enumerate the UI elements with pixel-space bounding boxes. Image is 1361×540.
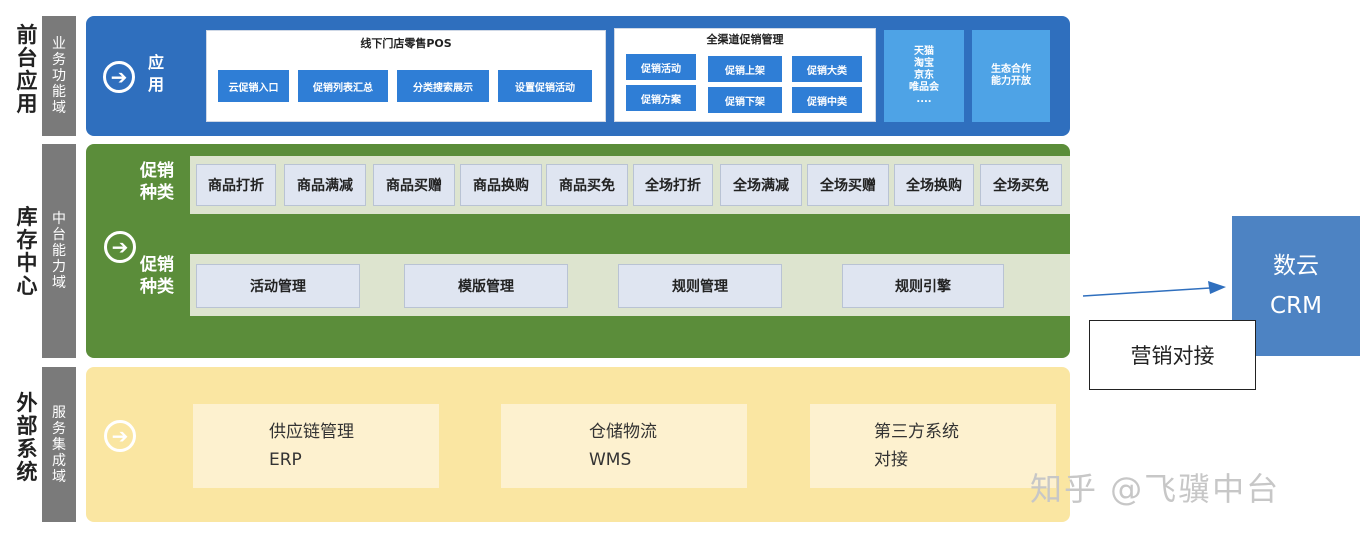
arrow-right-icon: ➔ [103, 61, 135, 93]
promo-type-chip: 全场打折 [633, 164, 713, 206]
external-system-code: WMS [589, 450, 632, 470]
promo-type-chip: 商品打折 [196, 164, 276, 206]
management-chip: 活动管理 [196, 264, 360, 308]
application-label: 应用 [148, 53, 165, 94]
promo-type-chip: 商品买赠 [373, 164, 455, 206]
external-system-box: 第三方系统 对接 [810, 404, 1056, 488]
omni-item: 促销下架 [708, 87, 782, 113]
external-system-name: 第三方系统 [874, 422, 959, 442]
layer-title-external: 外部系统 [16, 391, 38, 484]
omni-item: 促销上架 [708, 56, 782, 82]
promo-type-chip: 商品换购 [460, 164, 542, 206]
management-chip: 规则管理 [618, 264, 782, 308]
omni-item: 促销中类 [792, 87, 862, 113]
connector-arrow [1082, 281, 1226, 297]
layer-domain-inventory: 中台能力域 [42, 144, 76, 358]
crm-name-line1: 数云 [1273, 253, 1319, 279]
arrow-right-icon: ➔ [104, 231, 136, 263]
promo-type-chip: 商品满减 [284, 164, 366, 206]
offline-item: 分类搜索展示 [397, 70, 489, 102]
management-chip: 规则引擎 [842, 264, 1004, 308]
arrow-right-icon: ➔ [104, 420, 136, 452]
crm-name-line2: CRM [1270, 293, 1322, 319]
management-chip: 模版管理 [404, 264, 568, 308]
promo-type-chip: 全场换购 [894, 164, 974, 206]
external-system-code: ERP [269, 450, 302, 470]
external-system-code: 对接 [874, 450, 908, 470]
promo-type-chip: 全场买赠 [807, 164, 889, 206]
promo-types-label-top: 促销种类 [140, 161, 174, 203]
promo-type-chip: 全场满减 [720, 164, 802, 206]
platforms-box: 天猫 淘宝 京东 唯品会 .... [884, 30, 964, 122]
crm-box: 数云 CRM [1232, 216, 1360, 356]
platform-name: 天猫 [914, 46, 934, 57]
omnichannel-title: 全渠道促销管理 [706, 33, 784, 46]
layer-title-inventory: 库存中心 [16, 205, 38, 298]
external-system-box: 供应链管理 ERP [193, 404, 439, 488]
platform-name: 京东 [914, 70, 934, 81]
layer-title-frontend: 前台应用 [16, 23, 38, 116]
layer-domain-external: 服务集成域 [42, 367, 76, 522]
ecosystem-box: 生态合作 能力开放 [972, 30, 1050, 122]
platform-name: 淘宝 [914, 58, 934, 69]
platform-name: 唯品会 [909, 82, 939, 93]
ecosystem-line: 能力开放 [991, 76, 1031, 87]
omni-item: 促销活动 [626, 54, 696, 80]
layer-domain-frontend: 业务功能域 [42, 16, 76, 136]
offline-item: 云促销入口 [218, 70, 289, 102]
watermark: 知乎 @飞骥中台 [1030, 470, 1281, 508]
omni-item: 促销方案 [626, 85, 696, 111]
external-system-box: 仓储物流 WMS [501, 404, 747, 488]
external-system-name: 供应链管理 [269, 422, 354, 442]
promo-type-chip: 全场买免 [980, 164, 1062, 206]
offline-item: 设置促销活动 [498, 70, 592, 102]
offline-item: 促销列表汇总 [298, 70, 388, 102]
ecosystem-line: 生态合作 [991, 64, 1031, 75]
external-system-name: 仓储物流 [589, 422, 657, 442]
promo-types-label-bottom: 促销种类 [140, 255, 174, 297]
promo-type-chip: 商品买免 [546, 164, 628, 206]
platform-name: .... [916, 94, 932, 105]
marketing-connector-label: 营销对接 [1089, 320, 1256, 390]
offline-pos-title: 线下门店零售POS [360, 37, 452, 50]
omni-item: 促销大类 [792, 56, 862, 82]
